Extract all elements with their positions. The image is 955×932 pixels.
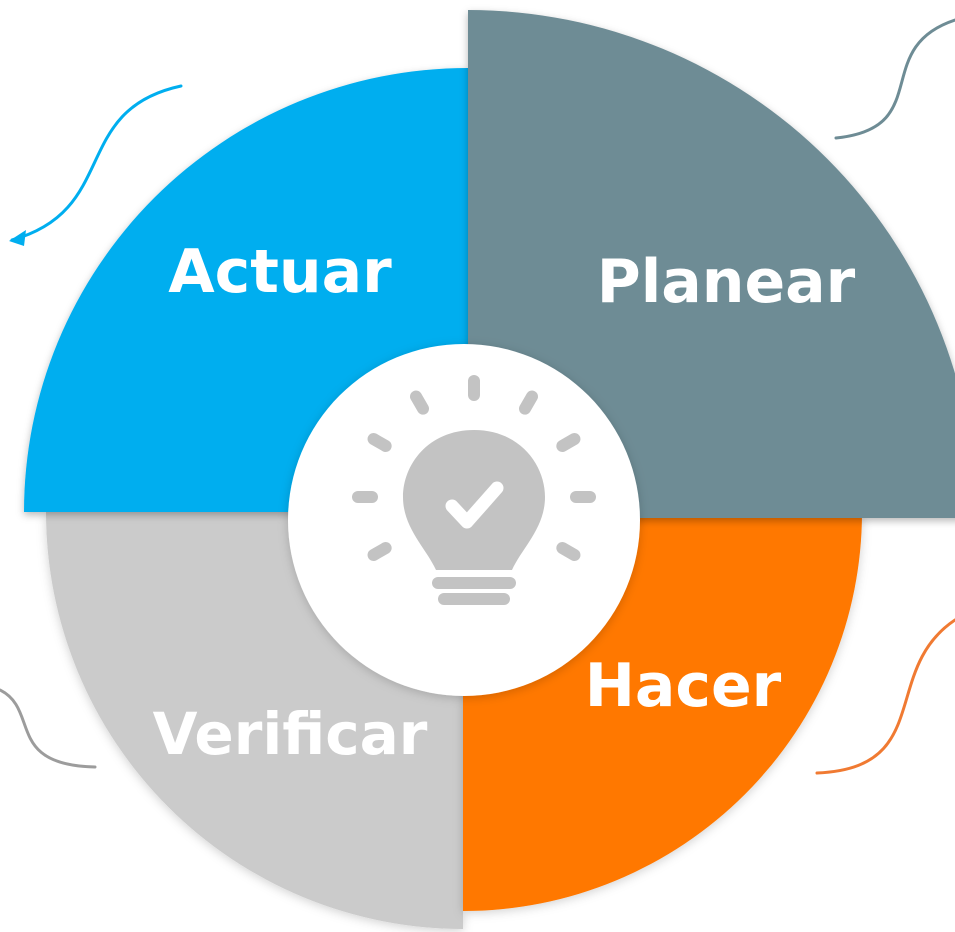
planear-label: Planear (597, 247, 856, 317)
hacer-connector-curve (815, 618, 955, 775)
actuar-connector-curve (10, 84, 183, 242)
connector-curves (0, 18, 955, 775)
actuar-label: Actuar (168, 237, 392, 307)
verificar-connector-curve (0, 688, 97, 769)
verificar-label: Verificar (153, 700, 428, 768)
lightbulb-check-icon (352, 375, 596, 605)
actuar-arrowhead-icon (9, 230, 26, 246)
check-mark-icon (445, 481, 504, 529)
planear-connector-curve (834, 18, 955, 140)
hacer-label: Hacer (585, 651, 782, 721)
planear-segment (468, 10, 955, 518)
